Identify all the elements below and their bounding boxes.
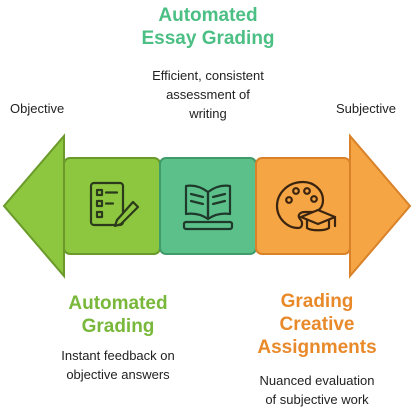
right-block <box>255 157 351 255</box>
essay-grading-desc-line3: writing <box>189 106 227 121</box>
subjective-label: Subjective <box>336 101 396 116</box>
creative-assignments-desc-line1: Nuanced evaluation <box>259 373 375 388</box>
creative-assignments-title-line2: Creative <box>279 314 355 335</box>
automated-grading-title: Automated Grading <box>30 292 206 338</box>
creative-assignments-title-line1: Grading <box>280 291 354 312</box>
objective-label: Objective <box>10 101 65 116</box>
automated-grading-title-line1: Automated <box>68 293 168 314</box>
left-arrowhead <box>2 133 65 279</box>
essay-grading-title-line1: Automated <box>158 5 258 26</box>
essay-grading-desc-line2: assessment of <box>166 87 250 102</box>
open-book-icon <box>182 184 234 231</box>
automated-grading-desc-line1: Instant feedback on <box>61 348 175 363</box>
essay-grading-title: Automated Essay Grading <box>108 4 308 50</box>
essay-grading-desc-line1: Efficient, consistent <box>152 68 264 83</box>
right-arrowhead <box>349 133 412 279</box>
creative-assignments-desc-line2: of subjective work <box>265 392 369 407</box>
creative-assignments-title: Grading Creative Assignments <box>222 290 412 359</box>
automated-grading-description: Instant feedback on objective answers <box>30 346 206 384</box>
palette-graduation-cap-icon <box>275 180 337 232</box>
creative-assignments-description: Nuanced evaluation of subjective work <box>222 371 412 409</box>
essay-grading-description: Efficient, consistent assessment of writ… <box>118 66 298 123</box>
checklist-pencil-icon <box>89 181 140 228</box>
automated-grading-desc-line2: objective answers <box>66 367 170 382</box>
automated-grading-title-line2: Grading <box>81 316 155 337</box>
essay-grading-title-line2: Essay Grading <box>141 28 275 49</box>
creative-assignments-title-line3: Assignments <box>257 337 377 358</box>
left-block <box>63 157 161 255</box>
